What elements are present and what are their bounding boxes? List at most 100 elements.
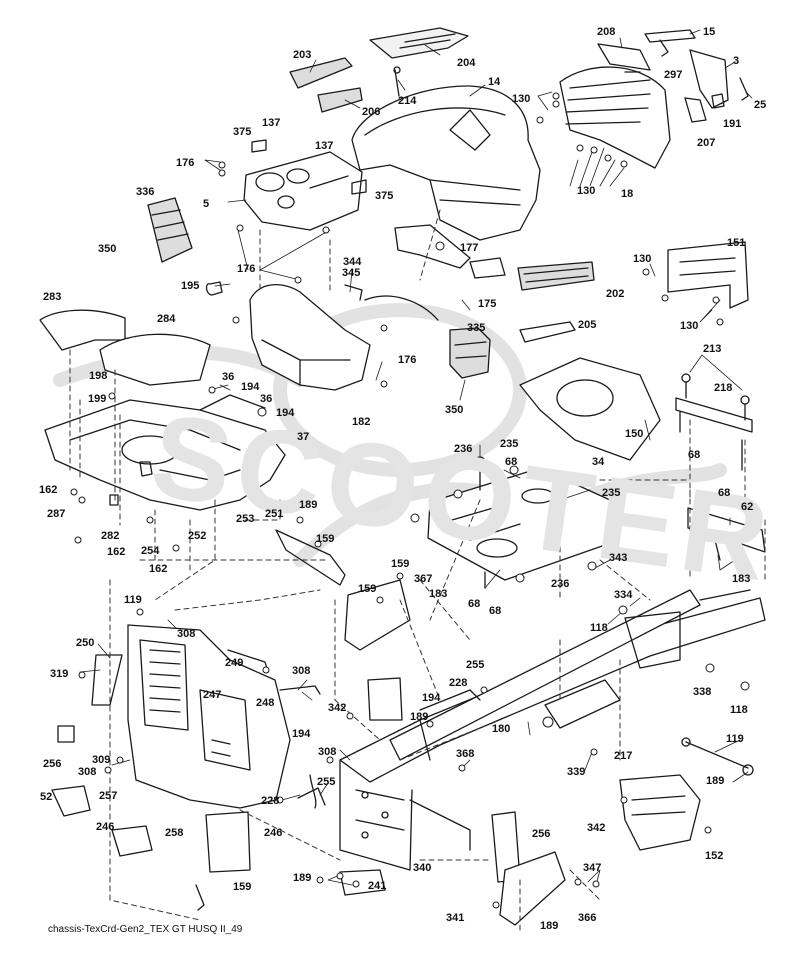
part-number-label: 195 [181,280,200,292]
part-number-label: 159 [316,533,335,545]
part-number-label: 287 [47,508,66,520]
mounting-bracket-right [667,241,749,309]
part-number-label: 367 [414,573,433,585]
battery-tray [519,71,661,461]
dash-panel [205,224,595,391]
part-number-label: 34 [592,456,605,468]
part-number-label: 194 [276,407,295,419]
part-number-label: 203 [293,49,312,61]
part-number-label: 308 [292,665,311,677]
part-number-label: 150 [625,428,644,440]
part-number-label: 14 [488,76,501,88]
part-number-label: 258 [165,827,184,839]
part-number-label: 177 [460,242,479,254]
part-number-label: 68 [718,487,731,499]
part-number-label: 236 [454,443,473,455]
part-number-label: 338 [693,686,712,698]
part-number-label: 282 [101,530,120,542]
part-number-label: 37 [297,431,310,443]
part-number-label: 342 [328,702,347,714]
small-parts [51,461,754,926]
part-number-label: 228 [261,795,280,807]
part-number-label: 334 [614,589,633,601]
part-number-label: 204 [457,57,476,69]
part-number-label: 36 [222,371,235,383]
part-number-label: 366 [578,912,597,924]
main-frame [339,589,766,871]
front-grille [559,29,749,169]
part-number-label: 256 [532,828,551,840]
part-number-label: 18 [621,188,634,200]
part-number-label: 308 [177,628,196,640]
part-number-label: 235 [500,438,519,450]
part-number-label: 345 [342,267,361,279]
part-number-label: 199 [88,393,107,405]
part-number-label: 213 [703,343,722,355]
hood-assembly [289,27,541,241]
bracket-334 [687,507,766,569]
part-number-label: 189 [706,775,725,787]
part-number-label: 189 [410,711,429,723]
part-number-label: 319 [50,668,69,680]
part-number-label: 176 [176,157,195,169]
part-number-label: 249 [225,657,244,669]
part-number-label: 118 [590,622,608,634]
part-number-label: 344 [343,256,362,268]
part-number-label: 248 [256,697,275,709]
part-number-label: 3 [733,55,740,67]
part-number-label: 162 [107,546,126,558]
part-number-label: 250 [76,637,95,649]
part-number-label: 25 [754,99,767,111]
part-number-label: 198 [89,370,108,382]
part-number-label: 118 [730,704,748,716]
part-number-label: 176 [398,354,417,366]
part-number-label: 162 [149,563,168,575]
part-number-label: 308 [78,766,97,778]
steering-plate [427,456,611,589]
rear-fender [39,309,286,511]
bracket-218 [675,373,753,471]
part-number-label: 130 [577,185,596,197]
dashboard-console [147,139,367,263]
part-number-label: 218 [714,382,733,394]
part-number-label: 375 [233,126,252,138]
part-number-label: 214 [398,95,417,107]
part-number-label: 159 [358,583,377,595]
part-number-label: 152 [705,850,724,862]
part-number-label: 130 [680,320,699,332]
part-number-label: 62 [741,501,754,513]
part-number-label: 119 [124,594,142,606]
part-number-label: 341 [446,912,465,924]
part-number-label: 194 [241,381,260,393]
part-number-label: 375 [375,190,394,202]
part-number-label: 253 [236,513,255,525]
part-number-label: 194 [422,692,441,704]
part-number-label: 183 [429,588,448,600]
part-number-label: 137 [262,117,281,129]
diagram-caption: chassis-TexCrd-Gen2_TEX GT HUSQ II_49 [48,924,243,935]
part-number-label: 246 [96,821,115,833]
part-number-label: 350 [445,404,464,416]
part-number-label: 206 [362,106,381,118]
part-number-label: 175 [478,298,497,310]
part-number-label: 309 [92,754,111,766]
part-number-label: 159 [391,558,410,570]
part-number-label: 159 [233,881,252,893]
part-number-label: 241 [368,880,387,892]
part-number-label: 208 [597,26,616,38]
part-number-label: 340 [413,862,432,874]
part-number-label: 183 [732,573,751,585]
part-number-label: 257 [99,790,118,802]
part-number-label: 246 [264,827,283,839]
part-number-label: 236 [551,578,570,590]
part-number-label: 162 [39,484,58,496]
part-number-label: 350 [98,243,117,255]
part-number-label: 151 [727,237,746,249]
part-number-label: 368 [456,748,475,760]
part-number-label: 36 [260,393,273,405]
part-number-label: 339 [567,766,586,778]
hardware [70,92,750,909]
part-number-label: 255 [466,659,485,671]
part-number-label: 342 [587,822,606,834]
